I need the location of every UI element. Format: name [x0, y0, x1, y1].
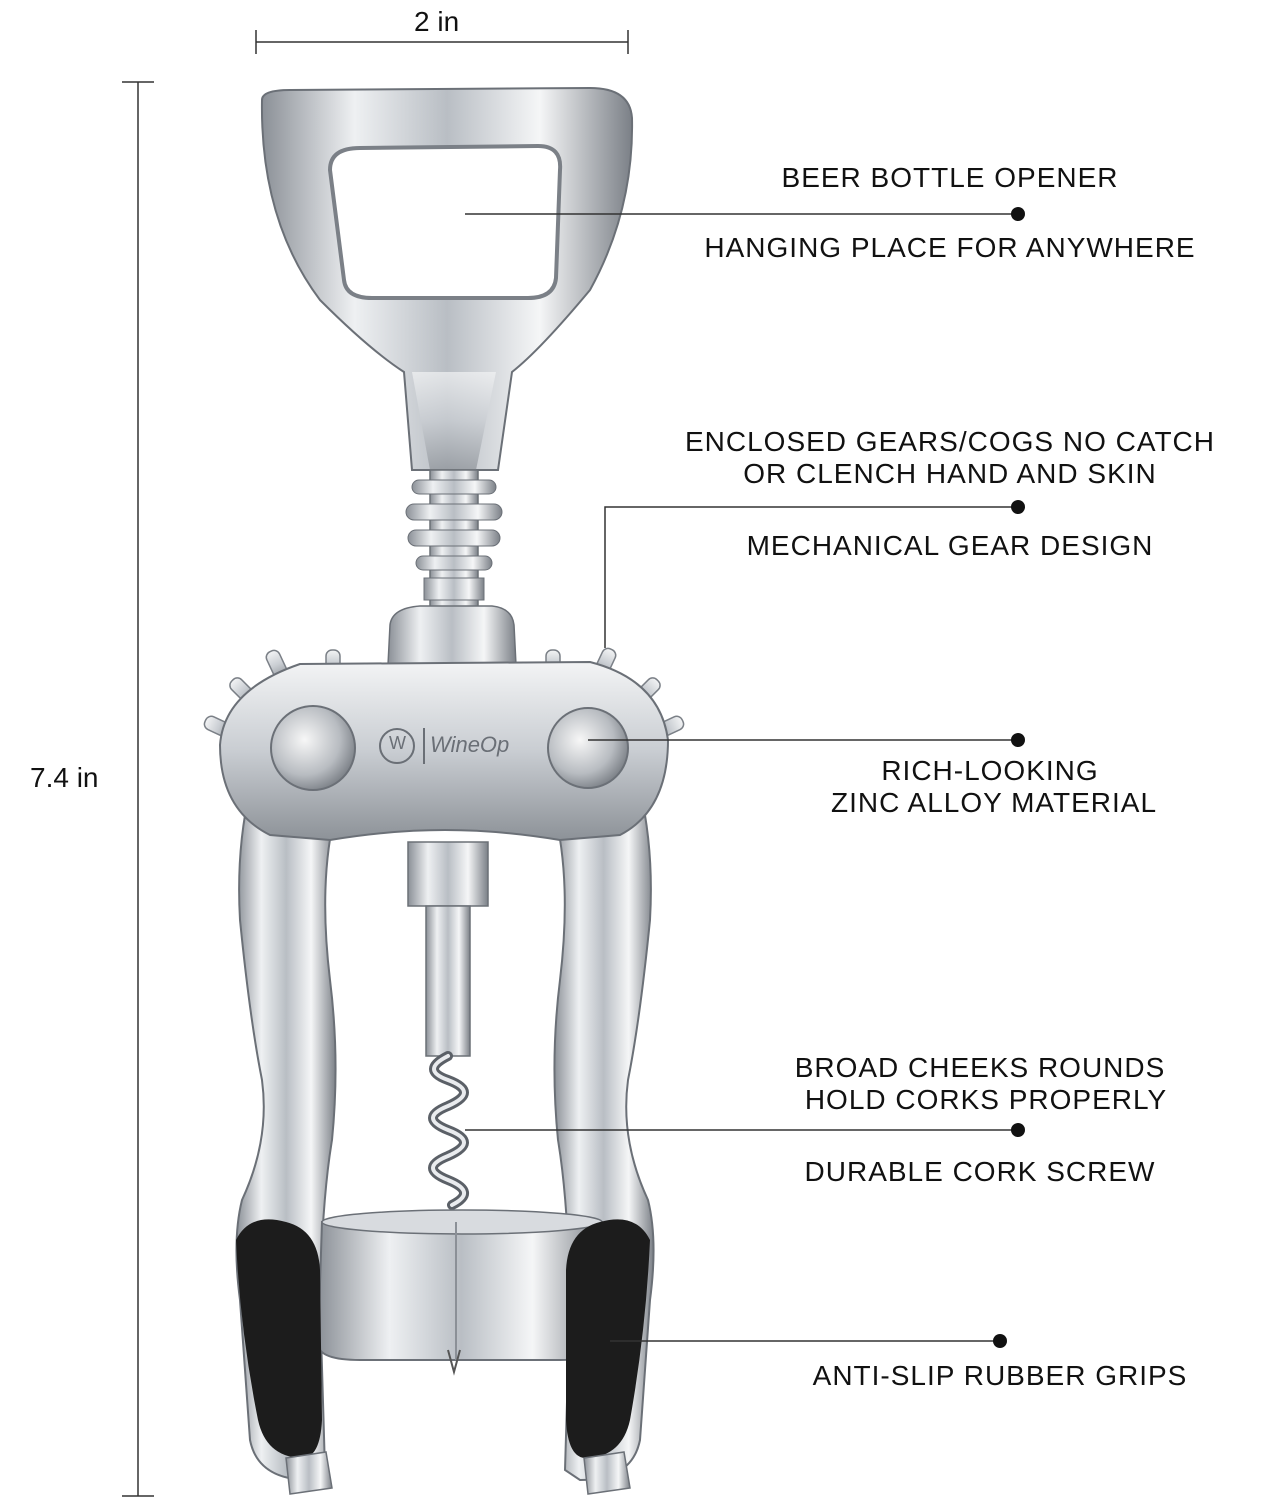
callout-lines	[465, 213, 1018, 1342]
shaft-rings	[387, 469, 517, 666]
height-dimension-line	[122, 81, 154, 1497]
brand-logo-icon	[379, 728, 415, 764]
callout-bottle-opener-detail: HANGING PLACE FOR ANYWHERE	[704, 232, 1196, 263]
grip-tips	[285, 1451, 631, 1495]
left-pivot-icon	[270, 705, 356, 791]
rubber-grips	[236, 1219, 650, 1459]
callout-gears-title-2: OR CLENCH HAND AND SKIN	[743, 458, 1157, 489]
brand-mark: W	[389, 733, 406, 753]
gear-housing	[218, 660, 670, 842]
callout-gears-title-1: ENCLOSED GEARS/COGS NO CATCH	[684, 426, 1215, 457]
width-dimension-line	[255, 30, 629, 54]
callout-cheeks-detail: DURABLE CORK SCREW	[804, 1156, 1156, 1187]
callout-cheeks-title-2: HOLD CORKS PROPERLY	[804, 1084, 1168, 1115]
callout-material-title-2: ZINC ALLOY MATERIAL	[830, 787, 1158, 818]
center-shaft	[407, 841, 489, 1057]
callout-material-title-1: RICH-LOOKING	[881, 755, 1099, 786]
brand-name: WineOp	[430, 732, 510, 757]
width-label: 2 in	[414, 6, 460, 37]
cork-screw-worm	[428, 1051, 469, 1210]
callout-dots	[993, 207, 1025, 1348]
callout-bottle-opener-title: BEER BOTTLE OPENER	[781, 162, 1119, 193]
right-pivot-icon	[547, 707, 629, 789]
callout-gears-detail: MECHANICAL GEAR DESIGN	[746, 530, 1154, 561]
callout-cheeks-title-1: BROAD CHEEKS ROUNDS	[794, 1052, 1166, 1083]
cork-cup	[316, 1209, 606, 1376]
bottle-opener-handle	[260, 86, 634, 471]
height-label: 7.4 in	[30, 762, 99, 793]
callout-grips-title: ANTI-SLIP RUBBER GRIPS	[812, 1360, 1188, 1391]
